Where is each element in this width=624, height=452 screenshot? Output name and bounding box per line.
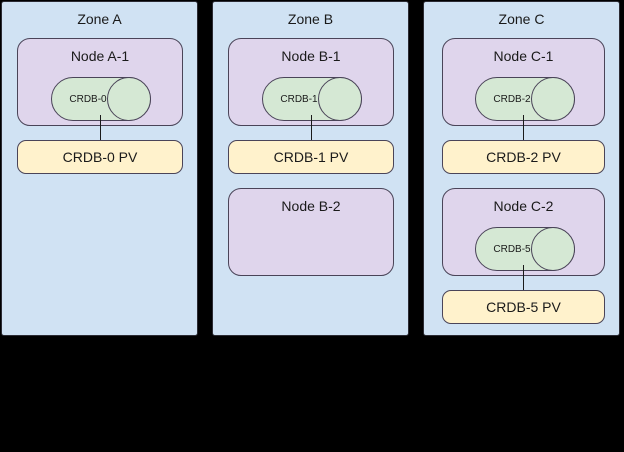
connector-line xyxy=(523,115,524,141)
zone-title: Zone B xyxy=(287,11,334,27)
node-title: Node B-2 xyxy=(281,198,341,214)
connector-line xyxy=(523,265,524,291)
zone-panel-a[interactable]: Zone A Node A-1 CRDB-0 CRDB-0 PV xyxy=(1,1,198,336)
zone-panel-c[interactable]: Zone C Node C-1 CRDB-2 CRDB-2 PV Node C-… xyxy=(423,1,620,336)
node-box-c-1[interactable]: Node C-1 CRDB-2 xyxy=(442,38,605,126)
pv-label: CRDB-2 PV xyxy=(486,149,561,165)
zone-panel-b[interactable]: Zone B Node B-1 CRDB-1 CRDB-1 PV Node B-… xyxy=(212,1,409,336)
connector-line xyxy=(311,115,312,141)
node-box-a-1[interactable]: Node A-1 CRDB-0 xyxy=(17,38,183,126)
pv-box-crdb-0[interactable]: CRDB-0 PV xyxy=(17,140,183,174)
pv-box-crdb-2[interactable]: CRDB-2 PV xyxy=(442,140,605,174)
node-title: Node C-2 xyxy=(493,198,554,214)
connector-line xyxy=(100,115,101,141)
database-cylinder-crdb-5[interactable]: CRDB-5 xyxy=(475,227,575,271)
node-box-b-2[interactable]: Node B-2 xyxy=(228,188,394,276)
pv-box-crdb-1[interactable]: CRDB-1 PV xyxy=(228,140,394,174)
database-cylinder-crdb-1[interactable]: CRDB-1 xyxy=(262,77,362,121)
zone-title: Zone C xyxy=(498,11,545,27)
pv-label: CRDB-0 PV xyxy=(62,149,138,165)
pv-box-crdb-5[interactable]: CRDB-5 PV xyxy=(442,290,605,324)
pv-label: CRDB-5 PV xyxy=(486,299,561,315)
node-title: Node C-1 xyxy=(493,48,554,64)
pv-label: CRDB-1 PV xyxy=(273,149,349,165)
node-box-c-2[interactable]: Node C-2 CRDB-5 xyxy=(442,188,605,276)
database-cylinder-crdb-2[interactable]: CRDB-2 xyxy=(475,77,575,121)
zone-title: Zone A xyxy=(77,11,122,27)
database-cylinder-crdb-0[interactable]: CRDB-0 xyxy=(51,77,151,121)
node-title: Node A-1 xyxy=(70,48,130,64)
node-box-b-1[interactable]: Node B-1 CRDB-1 xyxy=(228,38,394,126)
node-title: Node B-1 xyxy=(281,48,341,64)
